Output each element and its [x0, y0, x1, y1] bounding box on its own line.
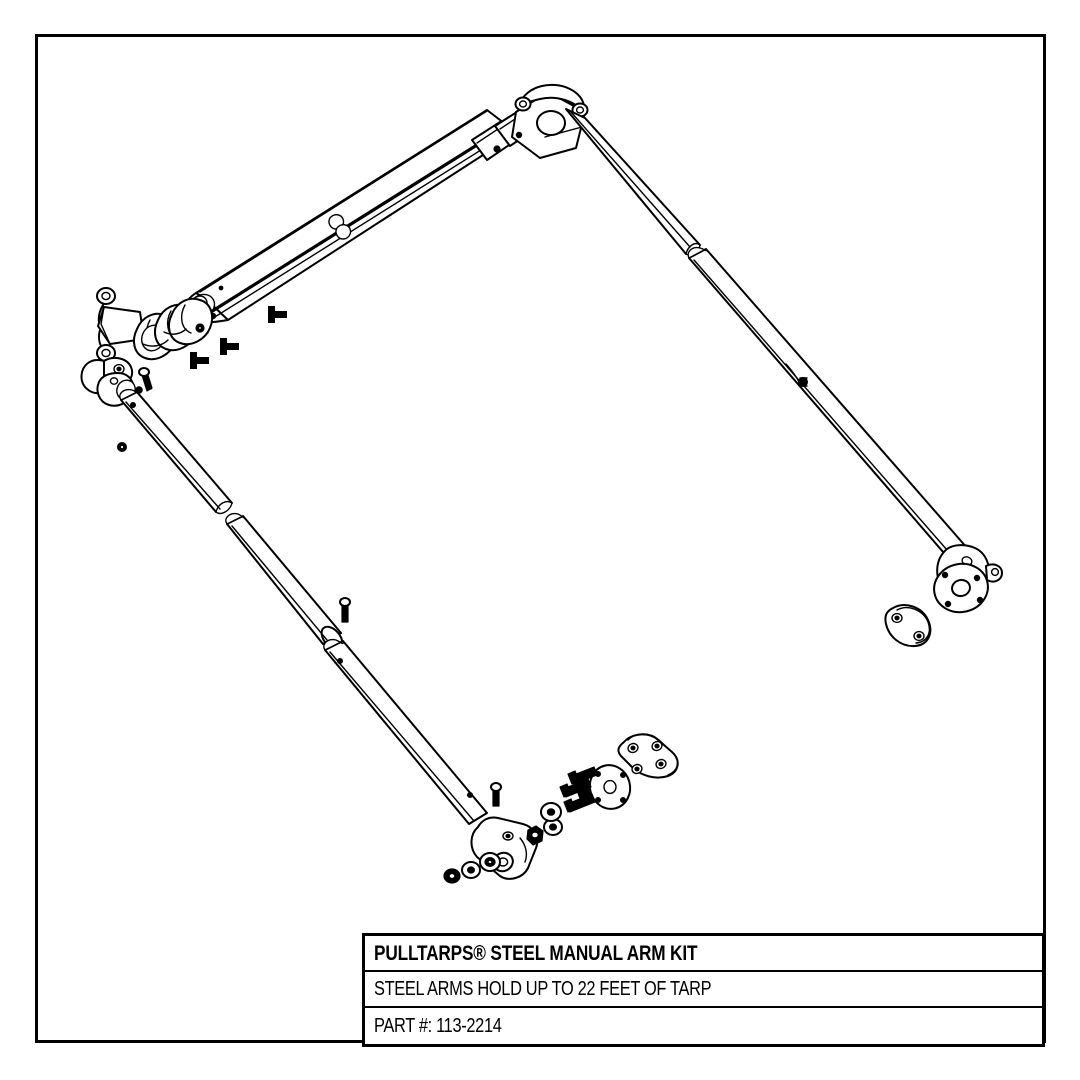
hex-bolts-scattered	[190, 306, 287, 369]
left-elbow-fitting	[80, 356, 136, 407]
upper-spring-arm	[184, 109, 518, 324]
left-bracket	[96, 287, 145, 362]
lock-nuts-left	[116, 323, 205, 453]
bottom-mount-plate	[617, 733, 679, 779]
part-number-text: PART #: 113-2214	[374, 1015, 502, 1037]
left-arm-bottom-tube	[323, 638, 488, 825]
hex-bolt-c	[190, 352, 209, 369]
pivot-bolt-3	[567, 766, 598, 785]
left-arm-upper-tube	[119, 388, 233, 515]
hex-bolt-left-3	[490, 782, 502, 807]
title-block: PULLTARPS® STEEL MANUAL ARM KIT STEEL AR…	[362, 933, 1045, 1047]
pivot-bolt-2	[563, 793, 596, 813]
elbow-knuckle-joint	[471, 83, 589, 161]
hex-bolt-left-1	[138, 367, 153, 392]
hex-bolt-b	[220, 338, 239, 355]
right-mount-plate	[884, 604, 932, 648]
left-arm-lower-tube	[225, 512, 344, 651]
title-block-row-part-number: PART #: 113-2214	[365, 1008, 1042, 1044]
product-name-text: PULLTARPS® STEEL MANUAL ARM KIT	[374, 941, 698, 965]
pivot-pin-flange	[540, 764, 632, 822]
hex-bolt-left-2	[339, 597, 351, 623]
right-arm-upper-tube	[565, 108, 701, 256]
bushing-block	[470, 816, 539, 880]
right-arm-lower-tube	[687, 246, 969, 561]
right-pivot-flange	[933, 544, 1003, 614]
description-text: STEEL ARMS HOLD UP TO 22 FEET OF TARP	[374, 978, 712, 1000]
nut-washer-right	[526, 818, 563, 846]
left-clamp-sleeve	[132, 297, 214, 361]
sheet-border	[35, 34, 1046, 1043]
hex-bolt-a	[268, 306, 287, 323]
washers-and-nuts-bottom	[443, 852, 501, 884]
title-block-row-product-name: PULLTARPS® STEEL MANUAL ARM KIT	[365, 936, 1042, 972]
title-block-row-description: STEEL ARMS HOLD UP TO 22 FEET OF TARP	[365, 972, 1042, 1008]
